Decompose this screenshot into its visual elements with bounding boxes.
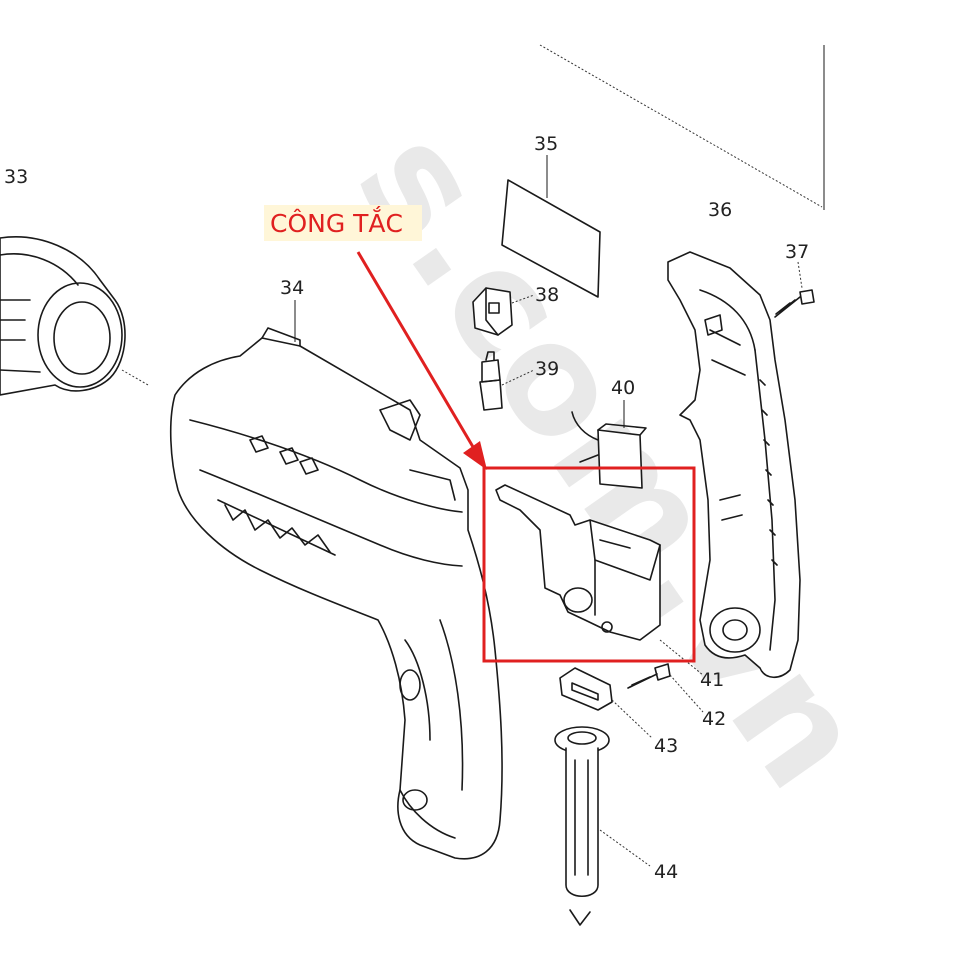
annotation-background xyxy=(264,205,422,241)
part-44-drawing xyxy=(554,726,651,926)
callout-39: 39 xyxy=(535,358,559,380)
callout-38: 38 xyxy=(535,284,559,306)
switch-highlight xyxy=(356,251,696,663)
callout-43: 43 xyxy=(654,735,678,757)
part-38-drawing xyxy=(472,287,535,336)
highlight-arrow-head xyxy=(463,441,487,470)
part-42-drawing xyxy=(627,663,704,713)
callout-40: 40 xyxy=(611,377,635,399)
part-35-drawing xyxy=(501,155,601,298)
part-37-drawing xyxy=(774,261,815,318)
annotation-label: CÔNG TẮC xyxy=(270,206,403,238)
callout-37: 37 xyxy=(785,241,809,263)
part-36-drawing xyxy=(667,251,801,679)
callout-33: 33 xyxy=(4,166,28,188)
callout-35: 35 xyxy=(534,133,558,155)
callout-34: 34 xyxy=(280,277,304,299)
highlight-arrow-shaft xyxy=(356,251,478,453)
part-41-drawing xyxy=(495,484,704,676)
callout-44: 44 xyxy=(654,861,678,883)
part-33-drawing xyxy=(0,236,149,396)
highlight-box xyxy=(482,466,696,663)
part-40-drawing xyxy=(571,400,647,489)
callout-42: 42 xyxy=(702,708,726,730)
part-34-drawing xyxy=(169,300,503,860)
switch-annotation: CÔNG TẮC xyxy=(264,205,422,241)
callout-numbers: 33 34 35 36 37 38 39 40 41 42 43 44 xyxy=(4,133,809,883)
callout-41: 41 xyxy=(700,669,724,691)
callout-36: 36 xyxy=(708,199,732,221)
part-43-drawing xyxy=(559,667,653,739)
frame-lines xyxy=(539,44,825,210)
part-39-drawing xyxy=(479,351,535,411)
